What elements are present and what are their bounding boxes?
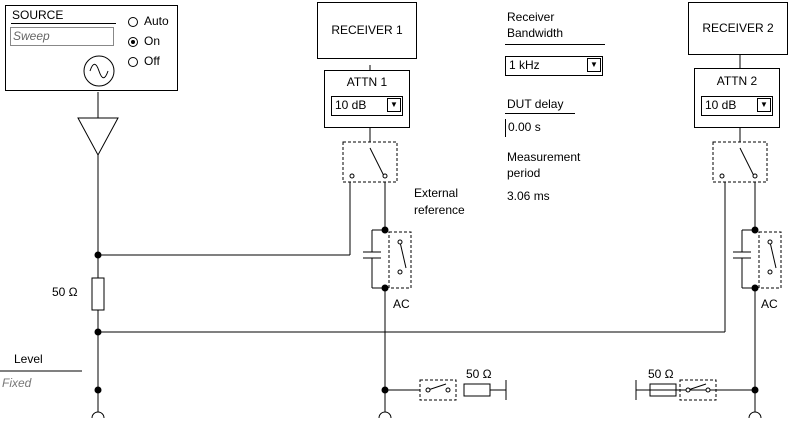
bandwidth-value: 1 kHz — [509, 58, 540, 72]
r1-ac-switch-box — [388, 231, 412, 289]
r2-load-switch-box — [679, 379, 717, 401]
bandwidth-underline — [505, 44, 605, 45]
source-panel: SOURCE Sweep Auto On Off — [5, 5, 178, 91]
r2-ref-switch-box — [712, 141, 768, 183]
measurement-label-line2: period — [507, 166, 541, 180]
receiver1-label: RECEIVER 1 — [331, 23, 403, 37]
r1-load-switch-box — [419, 379, 457, 401]
level-label: Level — [14, 352, 43, 366]
radio-on[interactable] — [128, 37, 138, 47]
attn2-box: ATTN 2 10 dB ▼ — [694, 68, 780, 128]
bandwidth-select[interactable]: 1 kHz ▼ — [505, 56, 603, 76]
attn2-value: 10 dB — [705, 98, 737, 112]
r2-ac-switch-box — [758, 231, 782, 289]
dut-delay-input[interactable]: 0.00 s — [505, 119, 555, 137]
source-title-underline — [11, 23, 116, 24]
receiver2-box[interactable]: RECEIVER 2 — [688, 2, 788, 55]
radio-off[interactable] — [128, 57, 138, 67]
radio-auto[interactable] — [128, 17, 138, 27]
ac1-label: AC — [393, 297, 410, 311]
attn1-value: 10 dB — [335, 98, 367, 112]
bandwidth-label-line1: Receiver — [507, 10, 555, 24]
measurement-value: 3.06 ms — [507, 189, 550, 203]
measurement-label-line1: Measurement — [507, 150, 581, 164]
radio-off-label: Off — [144, 54, 160, 68]
r1-load-resistor-symbol — [463, 383, 491, 397]
receiver2-label: RECEIVER 2 — [702, 21, 774, 35]
source-title: SOURCE — [12, 8, 64, 22]
attn2-chevron-down-icon[interactable]: ▼ — [757, 98, 771, 112]
bandwidth-chevron-down-icon[interactable]: ▼ — [587, 58, 601, 72]
attn1-chevron-down-icon[interactable]: ▼ — [387, 98, 401, 112]
source-resistor-label: 50 Ω — [52, 285, 78, 299]
source-resistor-symbol — [91, 277, 105, 311]
external-reference-line2: reference — [414, 203, 465, 217]
radio-on-label: On — [144, 34, 161, 48]
attn1-title: ATTN 1 — [346, 75, 388, 89]
r2-load-resistor-symbol — [649, 383, 677, 397]
dut-delay-label: DUT delay — [507, 97, 564, 111]
dut-delay-underline — [505, 113, 575, 114]
attn1-select[interactable]: 10 dB ▼ — [331, 96, 403, 116]
amplifier-triangle — [77, 117, 119, 157]
attn2-title: ATTN 2 — [716, 74, 758, 88]
radio-auto-label: Auto — [144, 14, 169, 28]
receiver1-box[interactable]: RECEIVER 1 — [317, 2, 417, 59]
bandwidth-label-line2: Bandwidth — [507, 26, 564, 40]
sine-source-icon — [83, 55, 115, 87]
r2-resistor-label: 50 Ω — [648, 367, 674, 381]
source-mode-field[interactable]: Sweep — [10, 27, 114, 46]
ac2-label: AC — [761, 297, 778, 311]
external-reference-line1: External — [414, 186, 459, 200]
level-value[interactable]: Fixed — [2, 376, 32, 390]
attn1-box: ATTN 1 10 dB ▼ — [324, 70, 410, 128]
r1-resistor-label: 50 Ω — [466, 367, 492, 381]
attn2-select[interactable]: 10 dB ▼ — [701, 96, 773, 116]
r1-ref-switch-box — [342, 141, 398, 183]
